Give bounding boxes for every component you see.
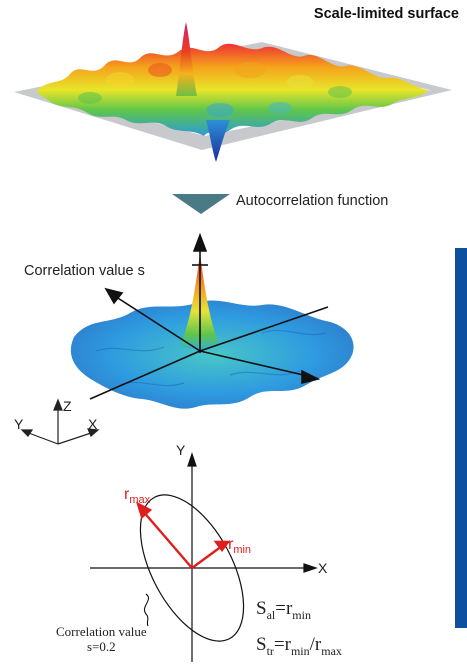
- correlation-value-label: Correlation value s: [24, 263, 145, 279]
- scale-limited-surface-plot: [14, 22, 452, 162]
- r-max-label: rmax: [124, 486, 151, 507]
- surface-spike: [176, 22, 197, 96]
- contour-leader-line: [144, 593, 150, 627]
- side-accent-bar: [455, 248, 467, 628]
- correlation-contour-ellipse: [139, 494, 245, 642]
- rough-surface: [36, 43, 428, 136]
- equation-str: Str=rmin/rmax: [256, 634, 342, 658]
- contour-label-line2: s=0.2: [86, 639, 116, 654]
- autocorrelation-label: Autocorrelation function: [236, 193, 389, 209]
- plot-y-axis-label: Y: [176, 442, 186, 458]
- step-down-arrow-icon: [172, 194, 230, 214]
- z-axis-letter: Z: [63, 398, 72, 414]
- equation-sal: Sal=rmin: [256, 598, 311, 622]
- xyz-axes-icon: [20, 398, 100, 445]
- contour-label-line1: Correlation value: [56, 624, 147, 639]
- plot-x-axis-label: X: [318, 560, 328, 576]
- autocorrelation-axes: [89, 232, 329, 400]
- r-min-vector: [191, 540, 231, 569]
- autocorrelation-surface-plot: [70, 232, 354, 409]
- x-axis-letter: X: [88, 416, 98, 432]
- title-scale-limited-surface: Scale-limited surface: [313, 6, 459, 22]
- surface-pit: [206, 120, 230, 162]
- correlation-ellipse-plot: [90, 452, 318, 662]
- r-min-label: rmin: [228, 536, 252, 557]
- r-max-vector: [136, 501, 193, 569]
- contour-label: Correlation value s=0.2: [56, 624, 147, 654]
- surface-bumps: [78, 62, 352, 117]
- y-axis-letter: Y: [14, 416, 24, 432]
